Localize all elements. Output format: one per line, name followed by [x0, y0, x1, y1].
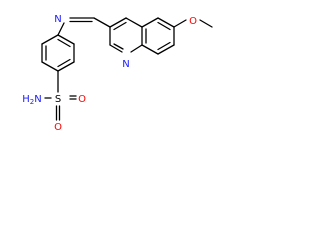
bond — [113, 21, 127, 31]
bond — [157, 21, 171, 31]
sulfonyl-oxygen-bottom-label: O — [54, 122, 62, 133]
bond — [157, 44, 175, 55]
bond — [93, 17, 111, 28]
methoxy-oxygen-label: O — [189, 16, 197, 27]
bond — [57, 61, 75, 72]
bond — [57, 38, 71, 48]
bond — [109, 17, 127, 28]
bond — [57, 34, 75, 45]
ring-nitrogen-label: N — [122, 59, 129, 70]
bond — [141, 44, 159, 55]
molecule-diagram: N N O S O O H2N — [22, 14, 213, 133]
bond — [130, 44, 143, 53]
atom-labels: N N O S O O H2N — [22, 14, 197, 133]
bond — [57, 22, 65, 36]
bonds — [41, 17, 213, 121]
bond — [125, 17, 143, 28]
amine-label: H2N — [22, 94, 41, 106]
imine-nitrogen-label: N — [54, 14, 61, 25]
bond — [41, 34, 59, 45]
bond — [157, 41, 171, 51]
bond — [173, 19, 187, 28]
bond — [113, 43, 124, 50]
bond — [109, 44, 123, 53]
bond — [199, 19, 213, 28]
bond — [41, 61, 59, 72]
bond — [57, 58, 71, 68]
sulfonyl-sulfur-label: S — [55, 94, 61, 105]
bond — [157, 17, 175, 28]
bond — [141, 17, 159, 28]
sulfonyl-oxygen-top-label: O — [78, 94, 86, 105]
